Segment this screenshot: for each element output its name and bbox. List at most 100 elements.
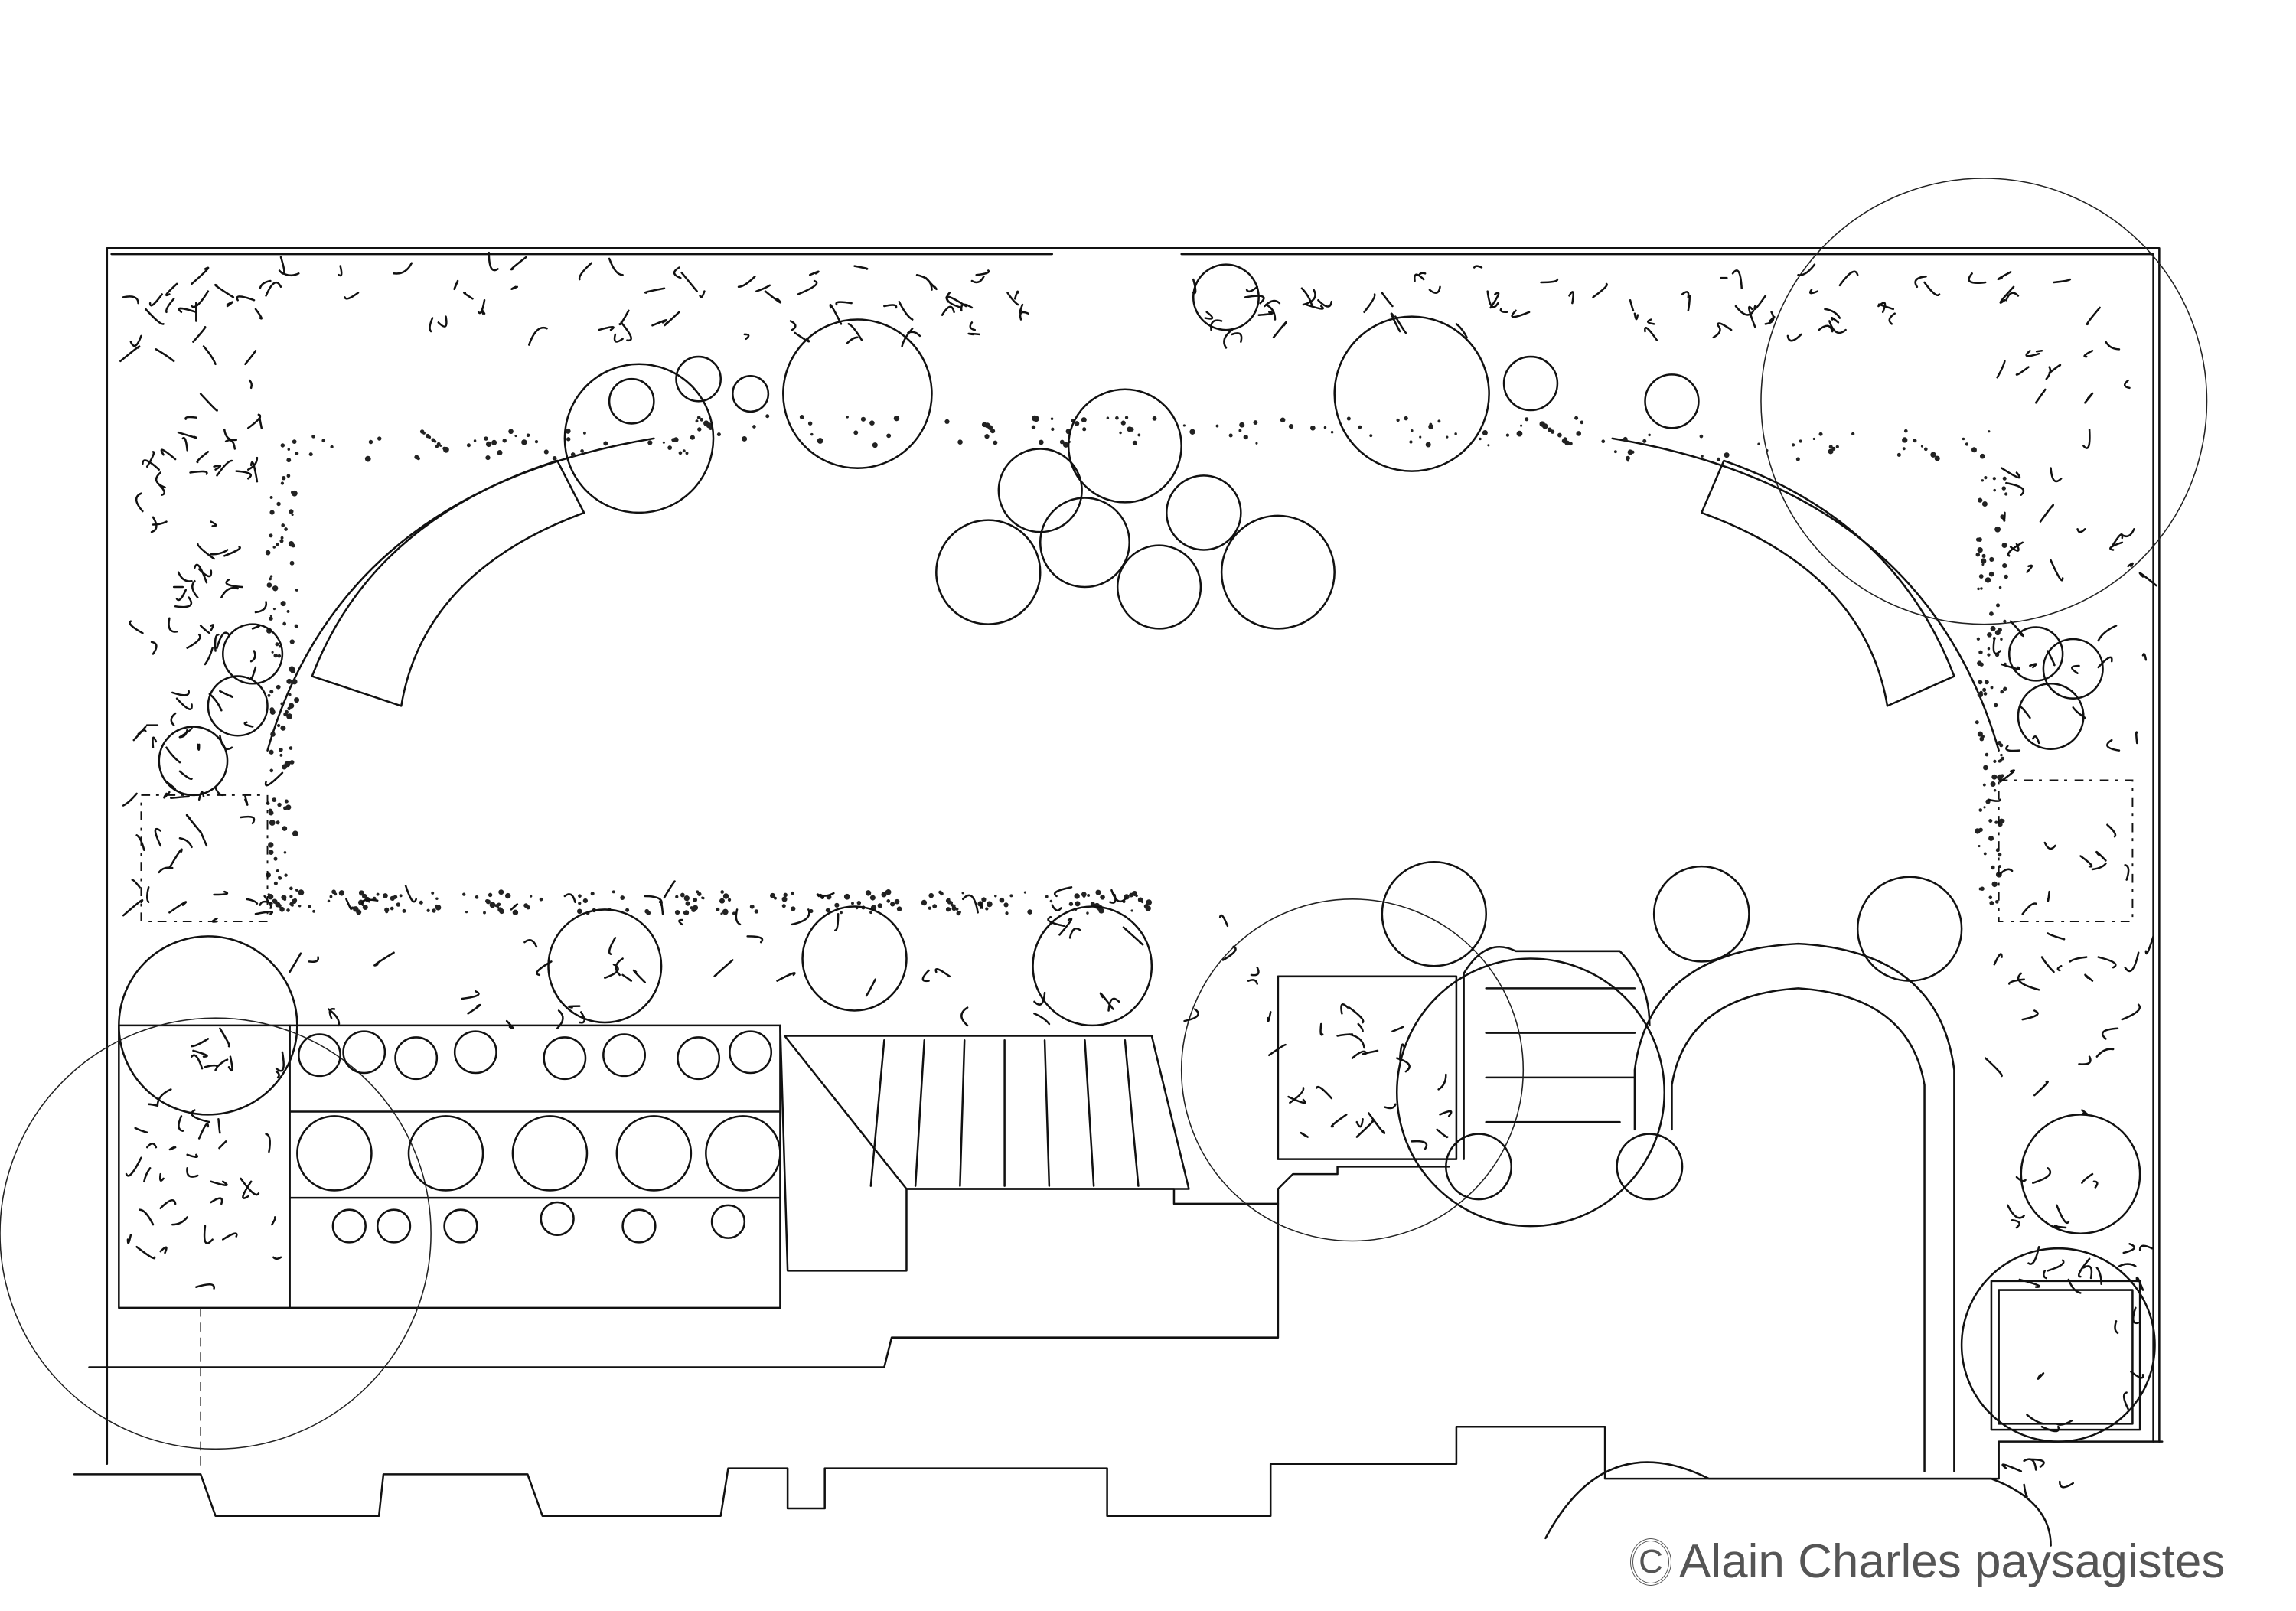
lawn-dot	[1409, 440, 1413, 444]
foliage-stroke	[2131, 1306, 2140, 1325]
lawn-dot	[269, 749, 274, 755]
foliage-stroke	[259, 279, 272, 289]
foliage-stroke	[2081, 1109, 2089, 1116]
lawn-dot	[491, 439, 497, 445]
lawn-dot	[377, 436, 382, 441]
foliage-stroke	[192, 1049, 208, 1058]
lawn-dot	[719, 898, 725, 904]
foliage-stroke	[673, 266, 682, 279]
foliage-stroke	[1247, 979, 1258, 985]
lawn-dot	[1215, 424, 1219, 428]
lawn-dot	[286, 474, 291, 478]
lawn-dot	[1068, 902, 1074, 906]
foliage-stroke	[608, 257, 624, 276]
foliage-stroke	[152, 520, 168, 526]
lawn-dot	[702, 896, 705, 900]
foliage-stroke	[853, 265, 869, 270]
lawn-dot	[625, 908, 630, 912]
lawn-dot	[265, 550, 271, 556]
foliage-stroke	[2021, 902, 2037, 915]
lawn-dot	[281, 475, 286, 481]
foliage-stroke	[174, 596, 193, 608]
lawn-dot	[945, 907, 951, 912]
lawn-dot	[289, 886, 293, 891]
foliage-stroke	[2056, 964, 2063, 972]
lawn-dot	[1557, 432, 1562, 438]
foliage-stroke	[1731, 269, 1743, 289]
foliage-stroke	[1068, 928, 1081, 939]
lawn-dot	[1994, 820, 1998, 824]
foliage-stroke	[279, 271, 300, 277]
lawn-dot	[1993, 788, 1997, 792]
step-line	[1084, 1039, 1095, 1187]
lawn-dot	[289, 509, 294, 514]
lawn-dot	[1228, 433, 1233, 438]
lawn-dot	[1100, 895, 1105, 900]
foliage-stroke	[152, 736, 158, 749]
foliage-stroke	[142, 459, 161, 471]
step-line	[869, 1039, 885, 1187]
foliage-stroke	[2005, 481, 2025, 496]
foliage-stroke	[819, 892, 835, 897]
foliage-stroke	[2018, 706, 2031, 719]
shrub-circle	[443, 1208, 478, 1244]
foliage-stroke	[2072, 706, 2086, 719]
lawn-dot	[277, 802, 282, 807]
lawn-dot	[647, 440, 653, 445]
foliage-stroke	[263, 895, 272, 909]
lawn-dot	[612, 890, 615, 894]
lawn-dot	[1993, 759, 1997, 763]
foliage-stroke	[2095, 850, 2107, 862]
foliage-stroke	[197, 1123, 210, 1140]
lawn-dot	[1243, 435, 1248, 440]
foliage-stroke	[429, 317, 434, 333]
lawn-dot	[280, 702, 284, 706]
foliage-stroke	[699, 290, 706, 298]
shrub-circle	[621, 1208, 657, 1244]
lawn-dot	[1323, 426, 1327, 429]
lawn-dot	[276, 820, 280, 825]
lawn-dot	[308, 452, 313, 457]
foliage-stroke	[178, 836, 193, 849]
lawn-dot	[683, 895, 690, 902]
step-line	[1043, 1039, 1051, 1187]
foliage-stroke	[1797, 263, 1816, 276]
foliage-stroke	[1999, 868, 2014, 876]
lawn-dot	[958, 911, 961, 914]
lawn-dot	[385, 910, 389, 914]
lawn-dot	[1369, 434, 1373, 438]
lawn-dot	[338, 890, 345, 896]
lawn-dot	[505, 892, 511, 899]
foliage-stroke	[834, 912, 840, 931]
foliage-stroke	[1734, 305, 1755, 316]
foliage-stroke	[217, 1117, 221, 1134]
lawn-dot	[1626, 458, 1629, 462]
lawn-dot	[1975, 720, 1979, 725]
lawn-dot	[1280, 417, 1286, 423]
lawn-dot	[1930, 452, 1936, 458]
foliage-stroke	[145, 451, 155, 468]
lawn-dot	[1987, 632, 1992, 638]
foliage-stroke	[907, 331, 921, 338]
lawn-dot	[1990, 625, 1996, 631]
foliage-stroke	[2005, 745, 2021, 752]
foliage-stroke	[160, 448, 177, 461]
lawn-dot	[1189, 429, 1195, 435]
foliage-stroke	[1192, 278, 1197, 295]
foliage-stroke	[2118, 1263, 2137, 1267]
lawn-dot	[1812, 437, 1815, 440]
lawn-dot	[1090, 902, 1095, 906]
foliage-stroke	[2015, 366, 2030, 376]
lawn-dot	[986, 901, 993, 908]
foliage-stroke	[235, 470, 252, 480]
foliage-stroke	[265, 281, 282, 297]
tree-circle	[547, 908, 663, 1024]
lawn-dot	[682, 449, 686, 453]
foliage-stroke	[2005, 292, 2020, 302]
foliage-stroke	[2095, 1267, 2102, 1286]
foliage-stroke	[1984, 1057, 2003, 1078]
lawn-dot	[987, 425, 993, 430]
lawn-dot	[1724, 452, 1730, 458]
lawn-dot	[269, 614, 272, 618]
foliage-stroke	[975, 269, 990, 276]
